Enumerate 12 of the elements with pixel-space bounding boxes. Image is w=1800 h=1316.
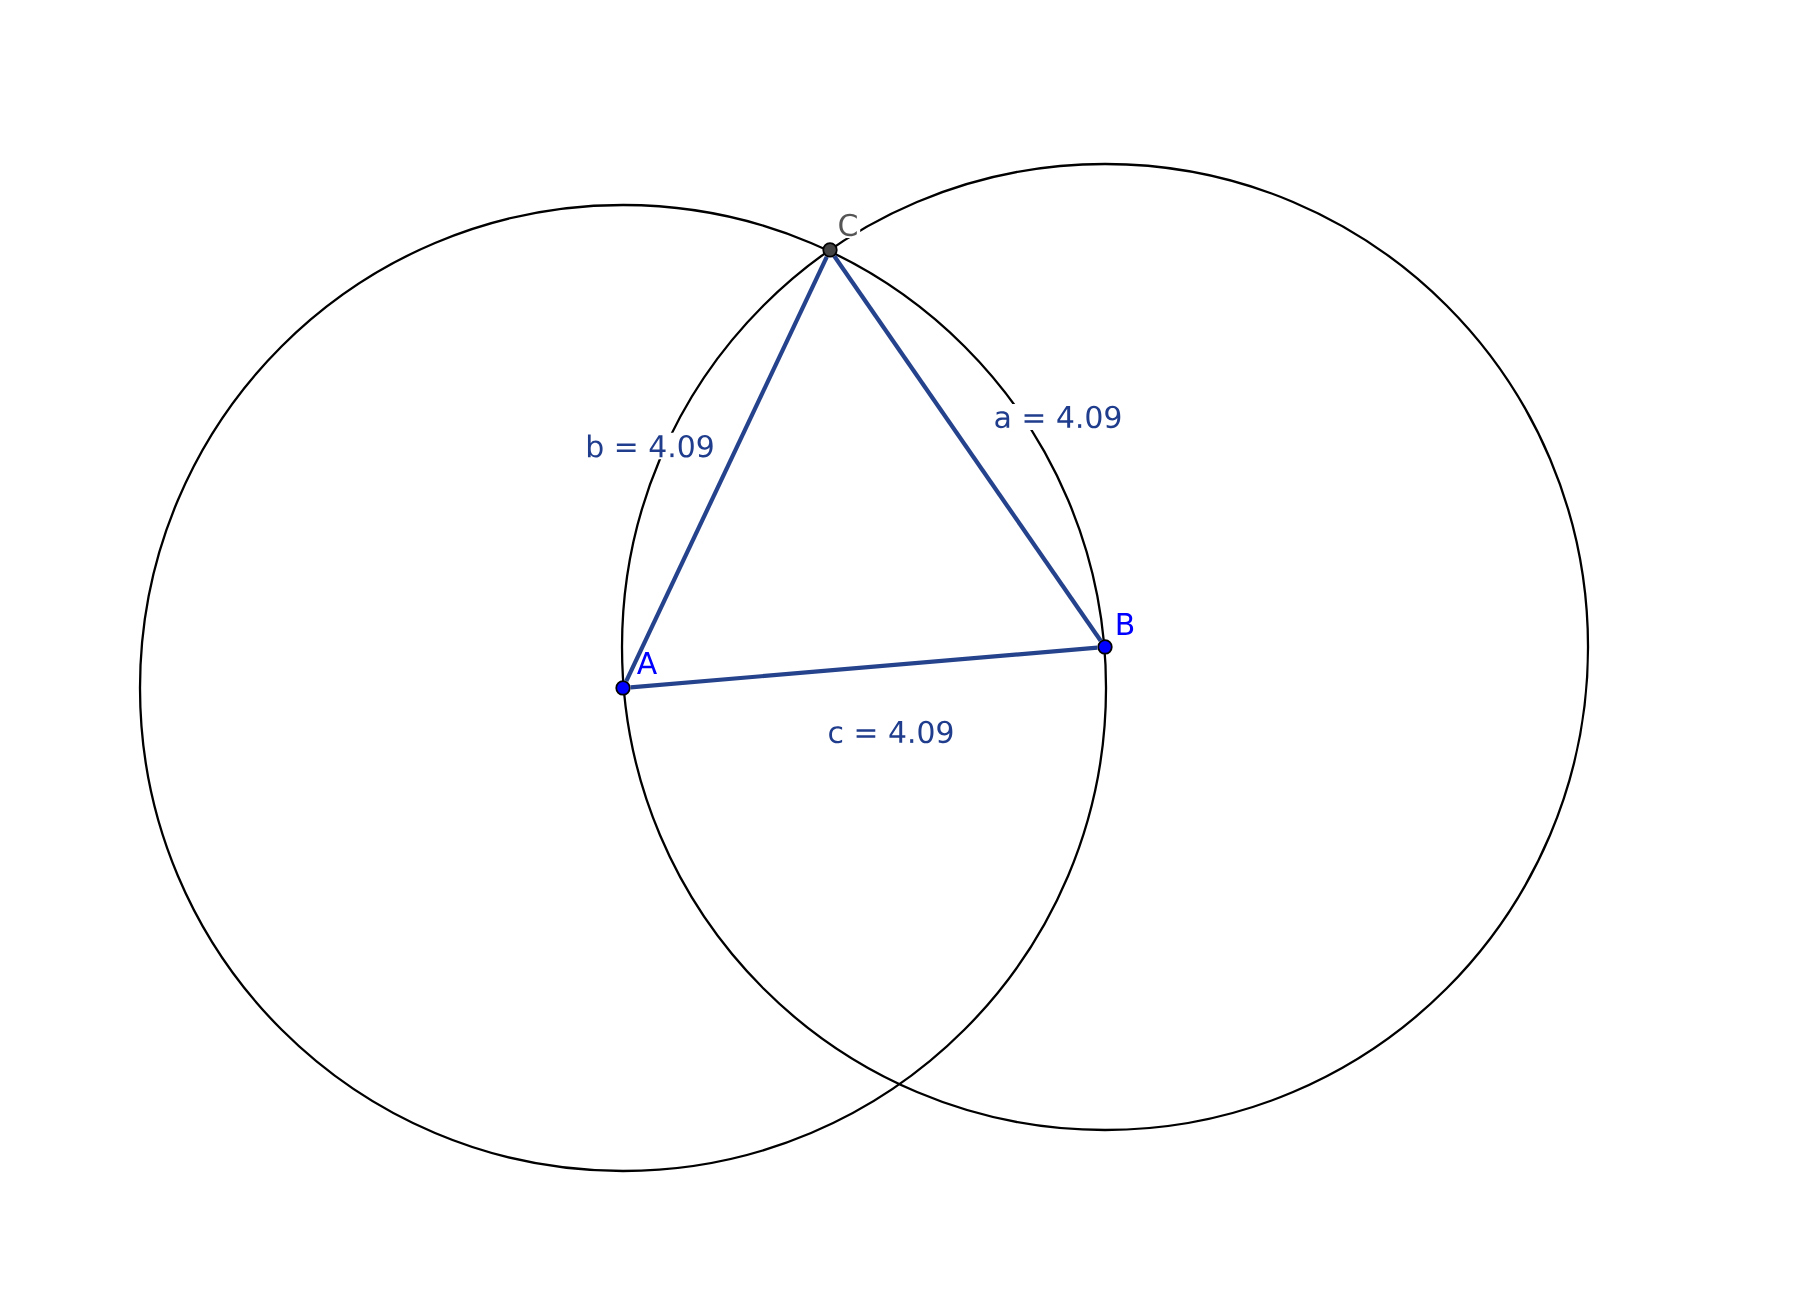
edge-label: c = 4.09 [825, 718, 957, 746]
edge-label: a = 4.09 [991, 403, 1125, 431]
point: A [615, 650, 659, 696]
node-label: B [1117, 613, 1134, 635]
point: B [1097, 611, 1137, 655]
edge-label: b = 4.09 [583, 432, 717, 460]
node-label: C [839, 213, 857, 237]
node-label: A [637, 652, 657, 674]
line-segment [630, 645, 1098, 690]
line-segment [624, 256, 829, 682]
line-segment [832, 255, 1103, 642]
point: C [822, 211, 861, 258]
